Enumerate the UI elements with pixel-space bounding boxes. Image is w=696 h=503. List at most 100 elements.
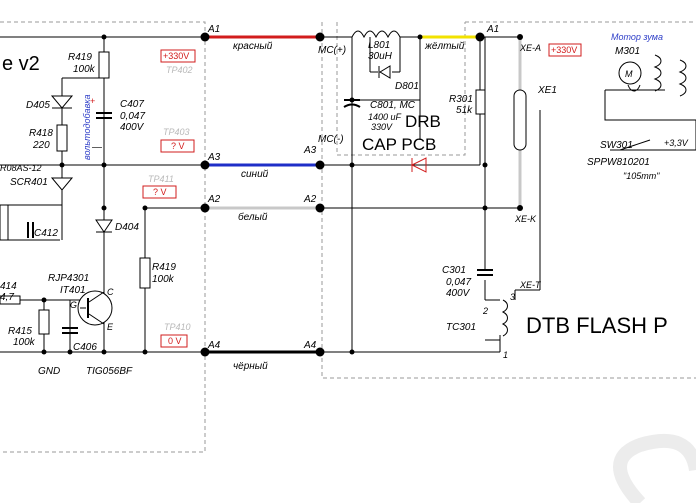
c412-label: C412 — [34, 228, 58, 239]
drb-wiring — [343, 30, 427, 355]
wire-white-label: белый — [238, 211, 268, 223]
node-a3-left: A3 — [207, 152, 221, 163]
v-tp411: ? V — [153, 187, 167, 197]
gnd-label: GND — [38, 366, 60, 377]
d404-symbol — [95, 219, 113, 233]
plus-sign: + — [90, 96, 95, 106]
mm105-label: "105mm" — [623, 171, 660, 181]
tc-pin2: 2 — [482, 306, 488, 316]
cap-title: CAP PCB — [362, 135, 436, 154]
flash-wiring — [475, 34, 541, 352]
wire-black-label: чёрный — [233, 361, 268, 372]
tp410-label: TP410 — [164, 322, 191, 332]
v-tp410: 0 V — [168, 336, 182, 346]
tc-pin1: 1 — [503, 350, 508, 360]
igbt-symbol — [77, 290, 113, 326]
node-a1-left: A1 — [207, 24, 220, 35]
mc-minus-label: MC(-) — [318, 134, 344, 145]
r419b-value: 100k — [152, 274, 175, 285]
pin-c: C — [107, 287, 114, 297]
motor-label: Мотор зума — [611, 32, 663, 42]
xea-label: XE-A — [519, 43, 541, 53]
tc301-label: TC301 — [446, 322, 476, 333]
c301-label: C301 — [442, 265, 466, 276]
v-tp403: ? V — [171, 141, 185, 151]
r418-label: R418 — [29, 128, 53, 139]
r301-body — [475, 89, 486, 115]
tp411-label: TP411 — [148, 174, 174, 184]
c407-label: C407 — [120, 99, 144, 110]
scr401-symbol — [50, 177, 74, 191]
node-a2-right: A2 — [303, 194, 317, 205]
mc-plus-label: MC(+) — [318, 45, 346, 56]
drb-title: DRB — [405, 112, 441, 131]
motor-area — [604, 54, 696, 151]
left-junctions — [41, 34, 148, 355]
wire-blue-label: синий — [241, 169, 269, 180]
c412-symbol — [27, 222, 34, 238]
v33-label: +3,3V — [664, 138, 689, 148]
board-outlines — [0, 21, 696, 453]
node-a4-left: A4 — [207, 340, 221, 351]
voltage-boxes — [142, 43, 582, 348]
connector-nodes — [200, 32, 485, 357]
d404-label: D404 — [115, 222, 139, 233]
r418-value: 220 — [32, 140, 50, 151]
d801-label: D801 — [395, 81, 419, 92]
node-a1-right: A1 — [486, 24, 499, 35]
l801-label: L801 — [368, 40, 390, 51]
r301-value: 51k — [456, 105, 473, 116]
r419b-body — [139, 257, 151, 289]
r419a-body — [98, 51, 110, 79]
node-a3-right: A3 — [303, 145, 317, 156]
r414-value: 4,7 — [0, 292, 14, 303]
tp402-label: TP402 — [166, 65, 193, 75]
v330-left: +330V — [163, 51, 189, 61]
tc-pin3: 3 — [510, 292, 515, 302]
sw301-label: SW301 — [600, 140, 633, 151]
tig-label: TIG056BF — [86, 366, 133, 377]
c801-value1: 1400 uF — [368, 112, 402, 122]
xek-label: XE-K — [514, 214, 537, 224]
c407-value1: 0,047 — [120, 111, 145, 122]
tp403-label: TP403 — [163, 127, 190, 137]
c301-value2: 400V — [446, 288, 471, 299]
r414-label: 414 — [0, 281, 17, 292]
c301-value1: 0,047 — [446, 277, 471, 288]
flash-title: DTB FLASH P — [526, 313, 668, 338]
r08-label: R08AS-12 — [0, 163, 42, 173]
c407-value2: 400V — [120, 122, 145, 133]
node-a2-left: A2 — [207, 194, 221, 205]
wire-red-label: красный — [233, 41, 273, 52]
m301-label: M301 — [615, 46, 640, 57]
v330-right: +330V — [551, 45, 577, 55]
c801-value2: 330V — [371, 122, 393, 132]
watermark — [613, 433, 696, 503]
node-a4-right: A4 — [303, 340, 317, 351]
c406-symbol — [62, 327, 78, 334]
r418-body — [56, 124, 68, 152]
r415-body — [38, 309, 50, 335]
r419a-label: R419 — [68, 52, 92, 63]
c406-label: C406 — [73, 342, 97, 353]
r419b-label: R419 — [152, 262, 176, 273]
r415-label: R415 — [8, 326, 32, 337]
r301-label: R301 — [449, 94, 473, 105]
c801-label: C801, MC — [370, 100, 416, 111]
pin-g: G — [70, 300, 77, 310]
board-title: e v2 — [2, 53, 40, 75]
xe1-tube — [513, 89, 527, 151]
d405-symbol — [50, 95, 74, 109]
minus-sign: — — [91, 142, 103, 153]
xet-label: XE-T — [519, 280, 542, 290]
bus-wires — [0, 35, 520, 354]
r415-value: 100k — [13, 337, 36, 348]
pin-e: E — [107, 322, 114, 332]
xe1-label: XE1 — [537, 85, 557, 96]
motor-symbol: M — [625, 69, 633, 79]
rjp-label: RJP4301 — [48, 273, 89, 284]
d405-label: D405 — [26, 100, 50, 111]
feedback-label: вольтодобавка — [82, 94, 92, 160]
